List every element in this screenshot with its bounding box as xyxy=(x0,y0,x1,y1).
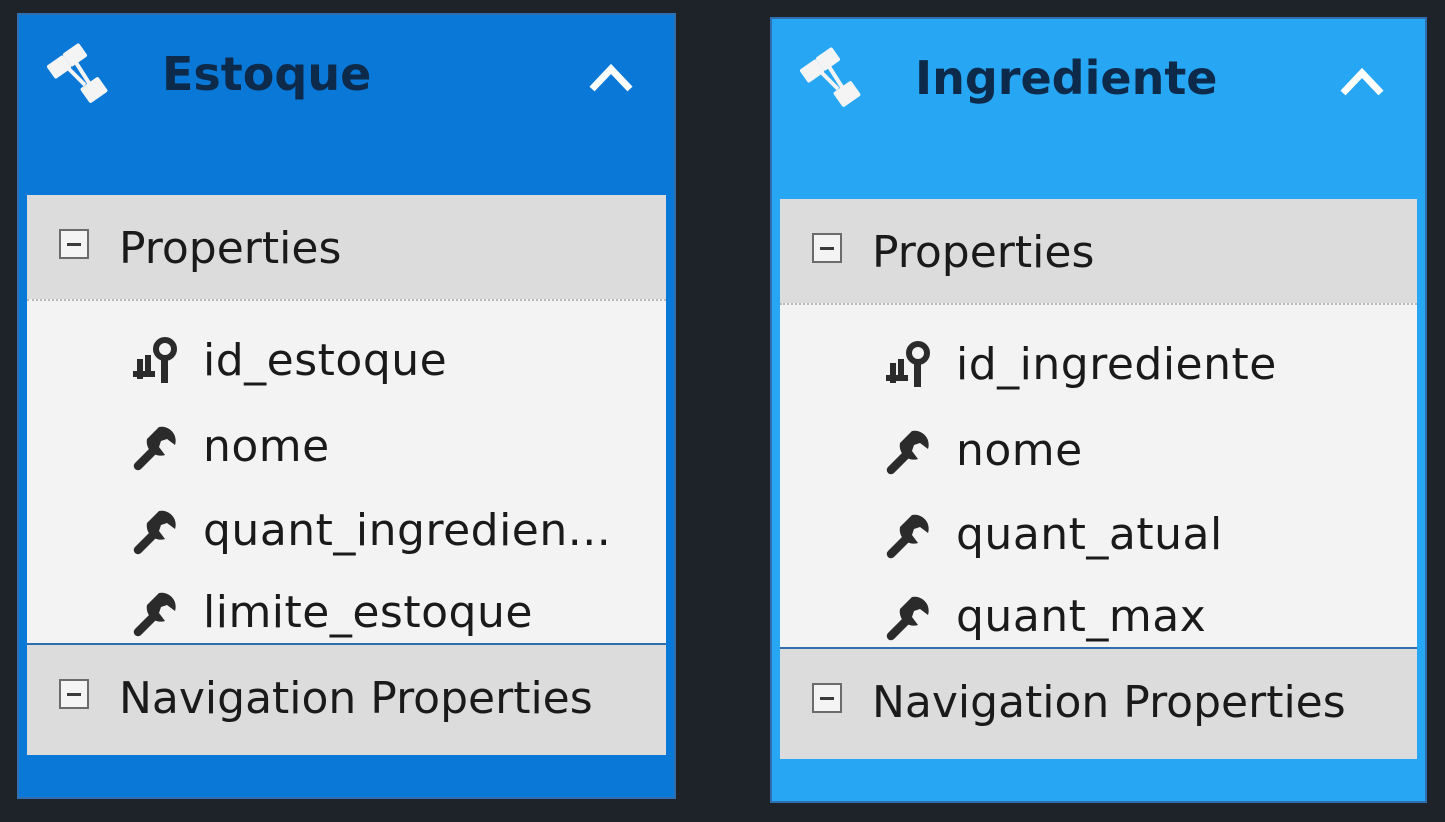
property-name: quant_ingredien... xyxy=(203,505,612,556)
entity-header[interactable]: Ingrediente xyxy=(772,19,1425,199)
navigation-properties-label: Navigation Properties xyxy=(119,673,593,724)
entity-box-ingrediente[interactable]: Ingrediente Properties id_ingrediente no… xyxy=(770,17,1427,803)
property-row-limite-estoque[interactable]: limite_estoque xyxy=(27,571,666,655)
entity-box-estoque[interactable]: Estoque Properties id_estoque nome xyxy=(17,13,676,799)
property-row-nome[interactable]: nome xyxy=(780,409,1417,493)
properties-section-header[interactable]: Properties xyxy=(27,195,666,299)
collapse-minus-icon[interactable] xyxy=(59,229,89,259)
entity-title: Ingrediente xyxy=(915,51,1218,105)
properties-label: Properties xyxy=(119,223,342,274)
property-row-id-ingrediente[interactable]: id_ingrediente xyxy=(780,323,1417,407)
property-list: id_ingrediente nome quant_atual quant_ma… xyxy=(780,303,1417,647)
property-name: nome xyxy=(203,421,330,472)
collapse-minus-icon[interactable] xyxy=(812,683,842,713)
property-row-quant-atual[interactable]: quant_atual xyxy=(780,493,1417,577)
property-row-quant-ingrediente[interactable]: quant_ingredien... xyxy=(27,489,666,573)
chevron-up-icon[interactable] xyxy=(588,61,634,95)
entity-icon xyxy=(47,43,108,103)
key-icon xyxy=(886,341,930,387)
property-row-id-estoque[interactable]: id_estoque xyxy=(27,319,666,403)
property-name: quant_atual xyxy=(956,509,1223,560)
wrench-icon xyxy=(133,426,176,471)
navigation-properties-label: Navigation Properties xyxy=(872,677,1346,728)
wrench-icon xyxy=(886,514,929,559)
entity-title: Estoque xyxy=(162,47,372,101)
property-row-nome[interactable]: nome xyxy=(27,405,666,489)
wrench-icon xyxy=(886,596,929,641)
property-name: id_estoque xyxy=(203,335,448,386)
collapse-minus-icon[interactable] xyxy=(812,233,842,263)
navigation-section-header[interactable]: Navigation Properties xyxy=(27,643,666,755)
wrench-icon xyxy=(133,592,176,637)
property-list: id_estoque nome quant_ingredien... limit… xyxy=(27,299,666,643)
chevron-up-icon[interactable] xyxy=(1339,65,1385,99)
key-icon xyxy=(133,337,177,383)
entity-icon xyxy=(800,47,861,107)
entity-header[interactable]: Estoque xyxy=(19,15,674,195)
property-name: nome xyxy=(956,425,1083,476)
navigation-section-header[interactable]: Navigation Properties xyxy=(780,647,1417,759)
properties-label: Properties xyxy=(872,227,1095,278)
property-name: id_ingrediente xyxy=(956,339,1277,390)
collapse-minus-icon[interactable] xyxy=(59,679,89,709)
property-name: limite_estoque xyxy=(203,587,533,638)
wrench-icon xyxy=(886,430,929,475)
properties-section-header[interactable]: Properties xyxy=(780,199,1417,303)
wrench-icon xyxy=(133,510,176,555)
property-row-quant-max[interactable]: quant_max xyxy=(780,575,1417,659)
property-name: quant_max xyxy=(956,591,1207,642)
